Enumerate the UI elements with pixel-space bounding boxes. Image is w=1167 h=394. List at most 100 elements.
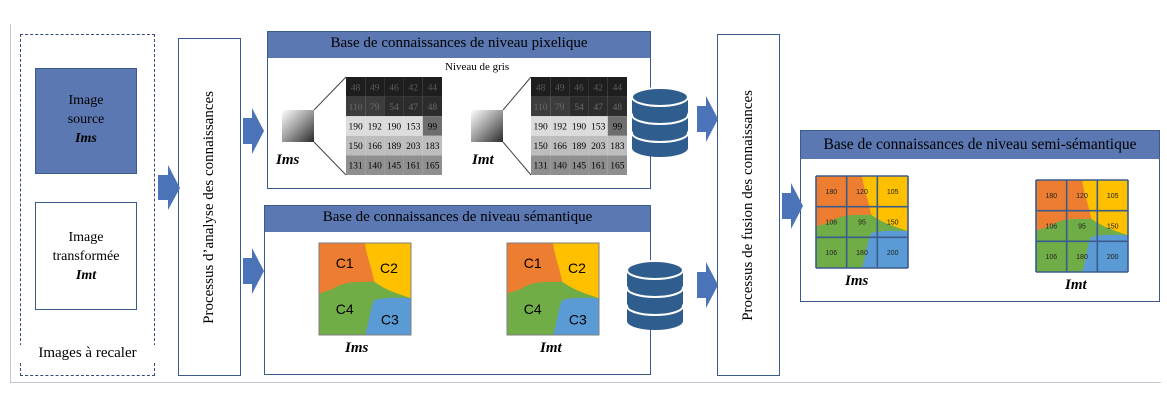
pixel-cell <box>422 135 442 156</box>
pixel-cell-value: 153 <box>591 123 606 133</box>
pixel-cell <box>569 77 589 97</box>
pixel-cell-value: 161 <box>591 162 606 172</box>
semi-cell-value: 105 <box>887 189 899 196</box>
pixel-cell-value: 99 <box>613 123 623 133</box>
pixel-cell <box>384 155 404 175</box>
database-band-bottom <box>632 139 688 157</box>
pixel-cell-value: 42 <box>593 83 603 93</box>
pixel-cell <box>422 96 442 117</box>
semi-region-orange <box>1036 180 1092 231</box>
images-group-label: Images à recaler <box>20 345 155 362</box>
database-band-bottom <box>627 312 683 330</box>
pixel-cell <box>588 155 608 175</box>
database-band-bottom <box>627 294 683 312</box>
pixel-cell-value: 165 <box>610 162 625 172</box>
semi-cell-value: 200 <box>1107 254 1119 261</box>
pixel-cell <box>550 77 570 97</box>
pixel-cell-value: 140 <box>553 162 568 172</box>
outer-frame <box>10 24 1161 383</box>
region-label: C3 <box>381 311 399 327</box>
arrow-images-to-analysis <box>158 165 180 210</box>
pixel-cell-value: 161 <box>406 162 421 172</box>
arrow-analysis-to-semantic <box>243 248 264 294</box>
semi-cell-value: 106 <box>1045 224 1057 231</box>
semantic-label-imt: Imt <box>540 340 562 356</box>
pixel-cell-value: 47 <box>408 103 418 113</box>
pixel-cell-value: 203 <box>591 142 606 152</box>
pixel-cell-value: 190 <box>533 123 548 133</box>
semi-cell-value: 95 <box>1078 224 1086 231</box>
pixel-cell-value: 99 <box>428 123 438 133</box>
pixel-cell-value: 192 <box>553 123 568 133</box>
semi-cell-value: 106 <box>825 220 837 227</box>
pixel-cell-value: 48 <box>613 103 623 113</box>
region-label: C3 <box>569 311 587 327</box>
region-c2 <box>365 243 411 299</box>
semi-region-yellow <box>1082 180 1128 236</box>
database-band-bottom <box>632 121 688 139</box>
pixel-cell <box>531 77 551 97</box>
pixel-cell <box>588 116 608 136</box>
pixel-cell <box>422 116 442 136</box>
database-icon-pixel <box>631 87 689 157</box>
transformed-image-name: Imt <box>75 268 97 283</box>
pixel-cell <box>588 135 608 156</box>
pixel-cell <box>346 155 366 175</box>
pixel-cell-value: 48 <box>428 103 438 113</box>
pixel-cell <box>422 155 442 175</box>
region-label: C4 <box>336 301 354 317</box>
flow-arrows <box>158 96 803 308</box>
pixel-cell <box>531 116 551 136</box>
semi-cell-value: 95 <box>858 220 866 227</box>
pixel-cell-value: 54 <box>574 103 584 113</box>
pixel-imt-zoom-line-top <box>502 76 532 111</box>
pixel-cell <box>346 135 366 156</box>
arrow-analysis-to-pixel <box>243 108 264 154</box>
pixel-cell <box>588 96 608 117</box>
pixel-cell-value: 79 <box>370 103 380 113</box>
pixel-imt-zoom-line-bottom <box>502 141 532 176</box>
region-label: C1 <box>524 255 542 271</box>
database-band-top <box>626 260 684 280</box>
database-icon-semantic <box>626 260 684 330</box>
arrow-pixel-to-fusion <box>697 96 718 142</box>
semi-label-ims: Ims <box>845 273 869 289</box>
source-image-line1: Image <box>68 93 104 108</box>
pixel-cell-value: 150 <box>533 142 548 152</box>
transformed-image-line2: transformée <box>52 249 120 264</box>
pixel-cell <box>531 135 551 156</box>
pixel-ims-thumbnail <box>282 110 314 142</box>
pixel-cell-value: 166 <box>553 142 568 152</box>
pixel-cell-value: 110 <box>534 103 548 113</box>
pixel-panel-title: Base de connaissances de niveau pixeliqu… <box>268 32 650 58</box>
pixel-imt-thumbnail <box>471 110 503 142</box>
pixel-cell-value: 189 <box>572 142 587 152</box>
pixel-cell <box>365 77 385 97</box>
pixel-cell-value: 131 <box>533 162 548 172</box>
pixel-ims-zoom-line-bottom <box>313 141 347 176</box>
semi-region-orange <box>816 176 872 227</box>
semi-cell-value: 106 <box>825 250 837 257</box>
pixel-cell-value: 44 <box>428 83 438 93</box>
pixel-cell <box>365 116 385 136</box>
pixel-cell <box>403 135 423 156</box>
pixel-cell <box>550 96 570 117</box>
pixel-cell-value: 131 <box>348 162 363 172</box>
database-band-bottom <box>632 103 688 121</box>
database-band-top <box>631 87 689 107</box>
pixel-cell <box>346 96 366 117</box>
pixel-cell-value: 49 <box>370 83 380 93</box>
pixel-cell <box>422 77 442 97</box>
pixel-cell <box>569 116 589 136</box>
pixel-cell-value: 54 <box>389 103 399 113</box>
pixel-cell <box>365 135 385 156</box>
region-label: C1 <box>336 255 354 271</box>
pixel-cell-value: 140 <box>368 162 383 172</box>
pixel-cell-value: 190 <box>387 123 402 133</box>
